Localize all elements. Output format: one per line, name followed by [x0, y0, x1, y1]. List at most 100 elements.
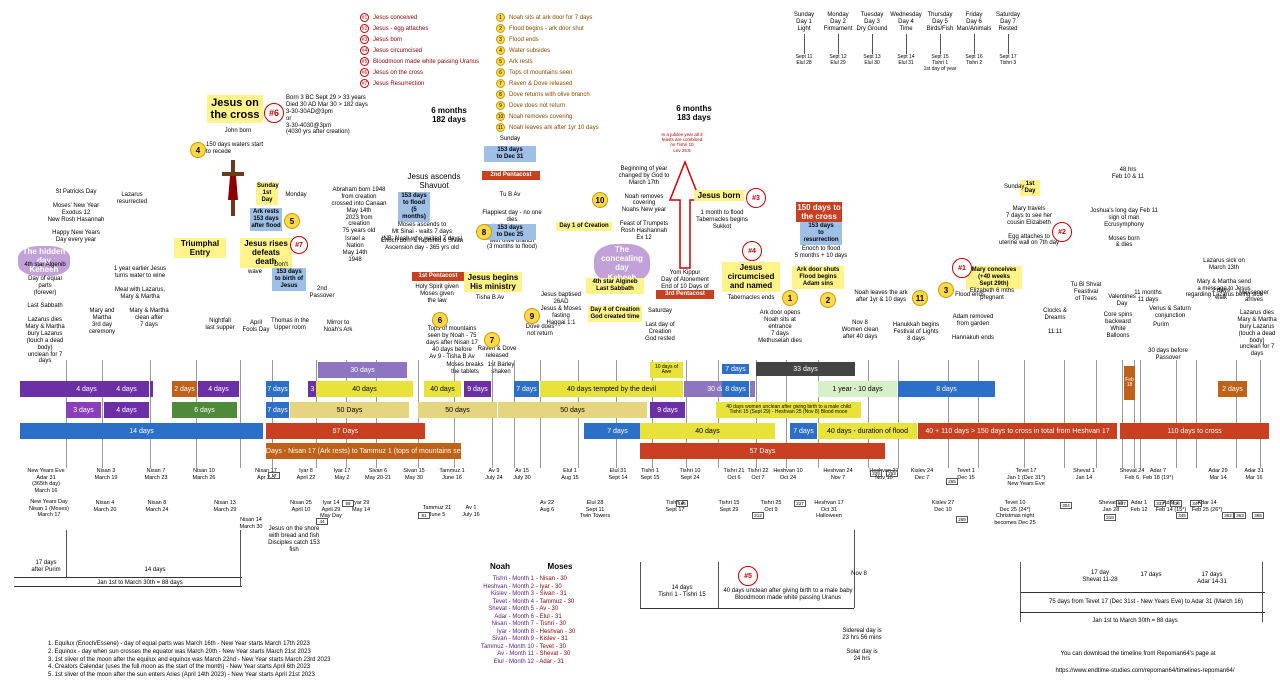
date-label-top: New Years Eve Adar 31 (365th day) March …: [27, 468, 65, 494]
noah-month: Av - Month 11: [497, 651, 534, 657]
event-ministry: Jesus begins His ministry: [464, 272, 522, 293]
duration-bar: 7 days: [266, 381, 290, 397]
timeline-tick: [150, 360, 151, 468]
days-14b: 14 days Tishri 1 - Tishri 15: [658, 585, 706, 598]
timeline-tick: [1064, 360, 1065, 468]
timeline-tick: [1096, 360, 1097, 468]
event-resur153: 153 days to resurrection: [800, 222, 842, 245]
creation-day: Sunday Day 1 Light: [793, 12, 815, 32]
download-url[interactable]: https://www.endtime-studies.com/repoman6…: [1055, 668, 1235, 674]
event-jesusborn: Jesus born: [694, 190, 744, 202]
date-label-bottom: Tishri 15 Sept 29: [718, 500, 740, 513]
date-label-top: Sivan 6 May 20-21: [365, 468, 391, 481]
day-number: 265: [946, 478, 958, 486]
timeline-tick: [102, 360, 103, 468]
date-label-top: Av 15 July 30: [513, 468, 531, 481]
date-label-bottom: Tishri 3 Sept 17: [665, 500, 685, 513]
legend-yellow-number: 1: [496, 13, 505, 22]
legend-yellow-number: 5: [496, 57, 505, 66]
date-label-top: Nisan 17 Apr 2-3: [255, 468, 277, 481]
guide-bracket-l: [640, 562, 641, 608]
date-label-top: Nisan 7 March 23: [144, 468, 168, 481]
event-elizabeth: Elizabeth 6 mths pregnant: [969, 288, 1015, 301]
date-label-top: Heshvan 10 Oct 24: [773, 468, 803, 481]
misc-duration-bar: 7 days: [722, 364, 750, 374]
event-joshua: Joshua's long day Feb 11 sign of man Ecr…: [1090, 208, 1158, 249]
noah-month: Tammuz - Month 10: [480, 643, 534, 650]
duration-bar: 8 days: [722, 381, 750, 397]
date-label-top: Shevat 1 Jan 14: [1073, 468, 1095, 481]
month-row: Adar - Month 6- Elul - 31: [470, 614, 610, 622]
day-number: 212: [752, 512, 764, 520]
event-baptised: Jesus baptised 26AD Jesus & Moses fastin…: [540, 292, 582, 326]
duration-bar: 50 days: [418, 402, 498, 418]
circle-6y: 6: [432, 312, 448, 328]
circle-3-red: #3: [746, 188, 766, 208]
date-label-top: Tishri 22 Oct 7: [747, 468, 769, 481]
moses-month: - Tishri - 30: [536, 621, 567, 627]
duration-bar: 7 days: [514, 381, 540, 397]
waters-recede: 150 days waters start to recede: [206, 142, 264, 155]
legend-yellow-number: 2: [496, 24, 505, 33]
legend-yellow-text: Flood ends: [509, 36, 539, 43]
creation-day: Monday Day 2 Firmament: [823, 12, 853, 32]
noah-month: Tevet - Month 4: [492, 598, 534, 605]
event-clean: Mary & Martha clean after 7 days: [129, 308, 169, 328]
event-doorshuts: Ark door shuts Flood begins Adam sins: [792, 266, 844, 289]
tevet-75: 75 days from Tevet 17 (Dec 31st - New Ye…: [1049, 599, 1243, 605]
event-barley: 1st Barley shaken: [488, 362, 515, 375]
event-hanukkah: Hanukkah begins Festival of Lights 8 day…: [892, 322, 940, 342]
misc-duration-bar: 33 days: [756, 362, 856, 376]
event-enoch-flood: Enoch to flood 5 months + 10 days: [794, 246, 848, 259]
moses-month: - Elul - 31: [536, 613, 562, 620]
legend-red-text: Jesus conceived: [373, 14, 418, 21]
noah-month: Kislev - Month 3: [490, 591, 534, 597]
date-label-top: Nisan 10 March 26: [192, 468, 216, 481]
legend-yellow-text: Noah leaves ark after 1yr 10 days: [509, 124, 599, 131]
legend-red-number: #1: [360, 13, 369, 22]
moses-month: - Nisan - 30: [536, 576, 568, 582]
duration-bar: 40 days tempted by the devil: [540, 381, 684, 397]
legend-yellow-text: Flood begins - ark door shut: [509, 25, 584, 32]
event-algenib: 4th star Algenib Day of equal parts (for…: [24, 262, 66, 365]
day-number: 253: [886, 470, 898, 478]
legend-red-number: #7: [360, 79, 369, 88]
noah-month: Heshvan - Month 2: [483, 583, 534, 590]
event-beginning: Beginning of year changed by God to Marc…: [618, 166, 670, 241]
date-label-bottom: Elul 28 Sept 11 Twin Towers: [579, 500, 611, 520]
moses-month: - Heshvan - 30: [536, 628, 576, 635]
legend-yellow-number: 7: [496, 79, 505, 88]
event-tablets: Moses breaks the tablets: [446, 362, 484, 375]
event-nov8: Nov 8 Women clean after 40 days: [841, 320, 879, 340]
month-row: Tevet - Month 4- Tammuz - 30: [470, 599, 610, 607]
date-label-top: Tishri 10 Sept 24: [679, 468, 701, 481]
footnote-item: 5. 1st sliver of the moon after the sun …: [48, 672, 315, 679]
date-label-bottom: Adar 14 Feb 25 (26*): [1191, 500, 1223, 513]
event-enoch: Enoch born & raptured 6 Sivan Ascension …: [380, 238, 464, 251]
creation-day: Friday Day 6 Man/Animals: [956, 12, 992, 32]
day-number: 345: [1176, 512, 1188, 520]
cross-title: Jesus on the cross: [207, 95, 263, 123]
event-creation-day: Day 1 of Creation: [556, 222, 612, 231]
legend-red-number: #2: [360, 24, 369, 33]
circle-2-red: #2: [1052, 222, 1072, 242]
arrow-line-4: [1020, 612, 1265, 613]
timeline-tick: [948, 360, 949, 468]
misc-duration-bar: 10 days of Awe: [650, 362, 684, 378]
footnote-item: 3. 1st sliver of the moon after the equi…: [48, 656, 331, 663]
bloodmoon: 40 days unclean after giving birth to a …: [723, 588, 853, 601]
event-tubav: Tu B Av: [499, 192, 521, 198]
month-row: Nisan - Month 7- Tishri - 30: [470, 621, 610, 629]
event-dec25: 153 days to Dec 25: [484, 224, 536, 240]
duration-bar: 9 days: [464, 381, 492, 397]
day-number: 363: [1234, 512, 1246, 520]
event-dec31: 153 days to Dec 31: [484, 146, 536, 162]
date-label-bottom: Tammuz 21 June 5: [422, 505, 452, 518]
footnote-item: 2. Equinox - day when sun crosses the eq…: [48, 648, 311, 655]
date-label-top: Adar 7 Feb 18 (19*): [1142, 468, 1174, 481]
event-mountains: Tops of mountains seen by Noah - 75 days…: [426, 326, 478, 360]
